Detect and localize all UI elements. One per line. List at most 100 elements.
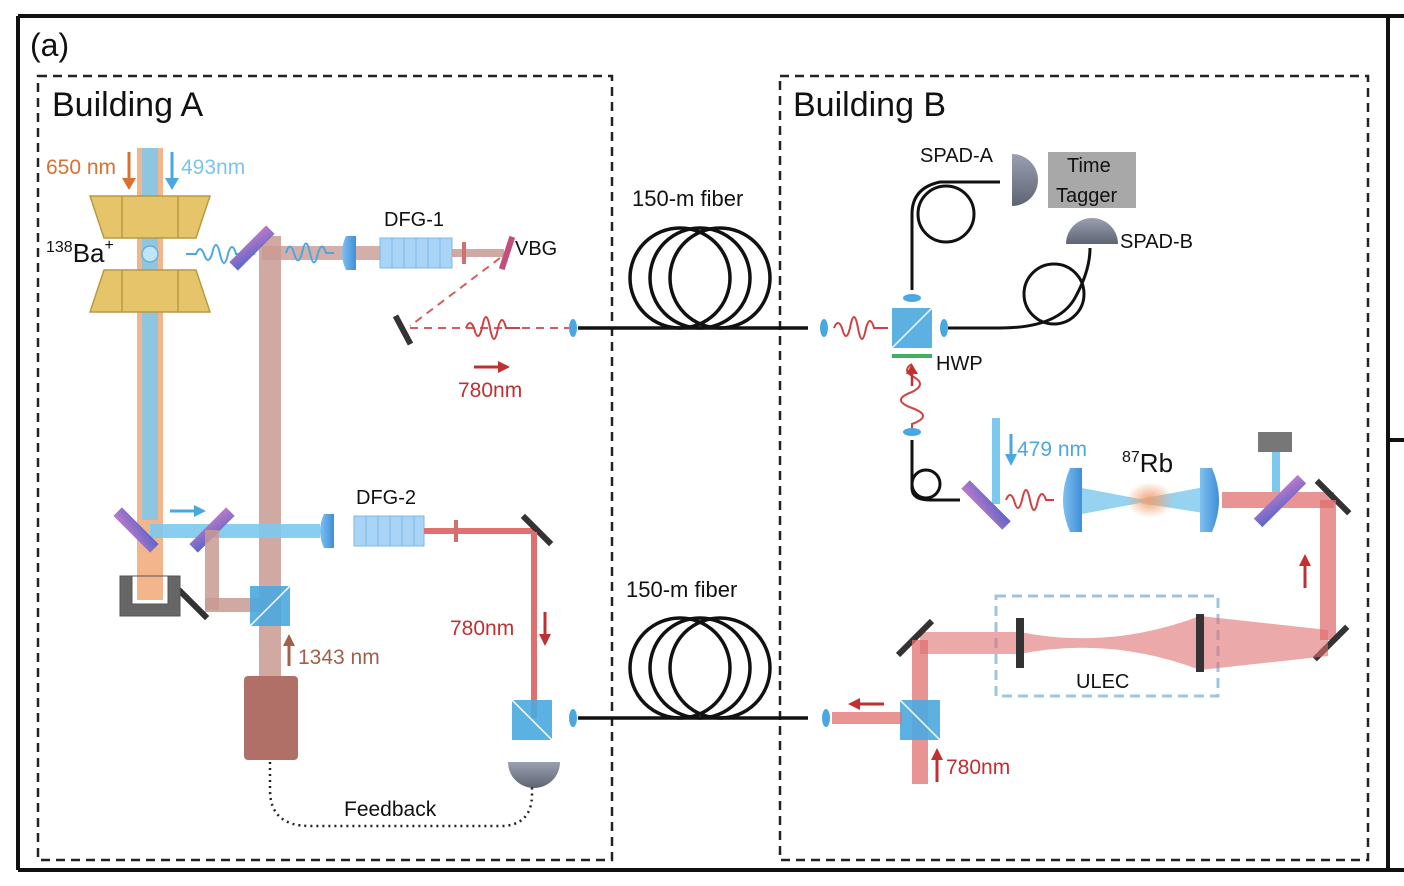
building-a-title: Building A xyxy=(52,86,204,124)
fiber-memory xyxy=(910,440,960,502)
feedback-line xyxy=(268,762,534,828)
rb-label: 87Rb xyxy=(1122,448,1173,478)
beam-splitter-b2-diag xyxy=(899,699,941,741)
spad-a-label: SPAD-A xyxy=(920,145,994,167)
lens-dfg2 xyxy=(320,514,334,548)
photon-wave-blue-2 xyxy=(285,242,334,264)
wavelength-650-label: 650 nm xyxy=(46,156,116,179)
spad-a-detector xyxy=(1012,154,1038,206)
mirror-rb-corner xyxy=(1314,478,1352,516)
beam-after-dfg2 xyxy=(424,528,534,534)
building-a-box xyxy=(36,74,614,862)
mirror-dfg2-corner xyxy=(520,513,554,547)
coupler-down xyxy=(903,428,921,436)
ulec-mirror-right xyxy=(1196,614,1204,672)
beam-up-dump xyxy=(1272,452,1280,492)
fiber-top-label: 150-m fiber xyxy=(632,186,743,211)
beam-780-dashed xyxy=(409,257,570,329)
photon-wave-red-a xyxy=(465,316,520,340)
beam-1343-vertical xyxy=(259,236,281,676)
beam-splitter-b-diag xyxy=(891,307,933,349)
fiber-loop-memory xyxy=(910,468,942,500)
fiber-spool-top xyxy=(578,226,808,330)
ulec-mirror-left xyxy=(1016,618,1024,668)
fiber-coupler-b-top xyxy=(820,319,828,337)
fiber-bottom-label: 150-m fiber xyxy=(626,577,737,602)
arrow-780-left-icon xyxy=(848,698,884,710)
dichroic-mirror-rb-right xyxy=(1253,474,1307,528)
photodetector-a xyxy=(508,762,560,788)
fiber-coupler-a-bottom xyxy=(569,709,577,727)
wavelength-479-label: 479 nm xyxy=(1017,438,1087,461)
panel-label: (a) xyxy=(30,27,69,63)
arrow-650-icon xyxy=(122,152,136,190)
photon-wave-red-b xyxy=(833,316,888,340)
arrow-493-icon xyxy=(165,152,179,190)
outer-frame xyxy=(16,14,1404,872)
lens-rb-left xyxy=(1063,468,1082,532)
beam-dump-b xyxy=(1258,432,1292,452)
dfg2-crystal xyxy=(353,515,425,547)
fiber-loop-b xyxy=(1022,262,1086,326)
lens-rb-right xyxy=(1200,468,1219,532)
beam-dump-a xyxy=(119,575,181,617)
dichroic-mirror-top xyxy=(229,225,275,271)
feedback-label: Feedback xyxy=(344,798,437,821)
wavelength-780-bottom-label: 780nm xyxy=(946,756,1010,779)
coupler-up xyxy=(903,294,921,302)
photon-wave-blue xyxy=(186,244,248,264)
arrow-780-down-icon xyxy=(539,612,551,646)
beam-brown-loop xyxy=(205,530,219,610)
spad-b-label: SPAD-B xyxy=(1120,231,1193,253)
wavelength-1343-label: 1343 nm xyxy=(298,646,380,669)
dfg1-crystal xyxy=(379,237,453,269)
ulec-beam xyxy=(920,616,1328,670)
hwp-label: HWP xyxy=(936,353,983,375)
building-b-title: Building B xyxy=(793,86,946,124)
ulec-label: ULEC xyxy=(1076,671,1129,693)
arrow-blue-right-icon xyxy=(170,505,206,517)
vbg-grating xyxy=(498,235,516,271)
time-tagger-box xyxy=(1048,152,1136,208)
lens-dfg1 xyxy=(342,236,356,270)
mirror-780-a xyxy=(392,314,414,346)
wavelength-493-label: 493nm xyxy=(181,156,245,179)
arrow-up-red-icon xyxy=(906,364,918,386)
dfg1-label: DFG-1 xyxy=(384,209,444,231)
dichroic-mirror-left xyxy=(113,507,159,553)
dichroic-mirror-rb-left xyxy=(961,480,1011,530)
fiber-coupler-b-bottom xyxy=(822,709,830,727)
arrow-up-right-icon xyxy=(1299,554,1311,588)
arrow-1343-icon xyxy=(283,634,295,666)
fiber-to-spad-a xyxy=(910,180,1000,290)
arrow-780-right-icon xyxy=(474,361,510,373)
vbg-label: VBG xyxy=(515,238,557,260)
dfg2-label: DFG-2 xyxy=(356,487,416,509)
filter-dfg2 xyxy=(454,520,458,542)
beam-to-fiber-b xyxy=(832,712,902,724)
fiber-loop-a xyxy=(916,184,976,244)
fiber-to-spad-b xyxy=(948,247,1092,330)
beam-780-vertical-a xyxy=(531,532,537,718)
mirror-lower-left xyxy=(176,587,210,621)
beam-splitter-a2-diag xyxy=(511,699,553,741)
fiber-spool-bottom xyxy=(578,616,808,720)
arrow-780-up-icon xyxy=(931,748,943,782)
time-tagger-line1: Time xyxy=(1067,155,1111,177)
time-tagger-line2: Tagger xyxy=(1056,185,1117,207)
beam-splitter-a-diag xyxy=(249,585,291,627)
mirror-ulec-left xyxy=(895,618,935,658)
beam-after-dfg1 xyxy=(452,249,504,257)
beam-blue-horizontal xyxy=(150,524,320,538)
wavelength-780-mid-label: 780nm xyxy=(450,617,514,640)
hwp-plate xyxy=(892,354,932,358)
ion-label: 138Ba+ xyxy=(46,237,114,268)
spad-b-detector xyxy=(1066,218,1118,244)
fiber-coupler-a-top xyxy=(569,319,577,337)
arrow-479-icon xyxy=(1005,434,1017,466)
rb-atoms xyxy=(1126,482,1174,518)
building-b-box xyxy=(778,74,1370,862)
laser-1343 xyxy=(244,676,298,760)
beam-479-vertical xyxy=(992,418,1000,504)
